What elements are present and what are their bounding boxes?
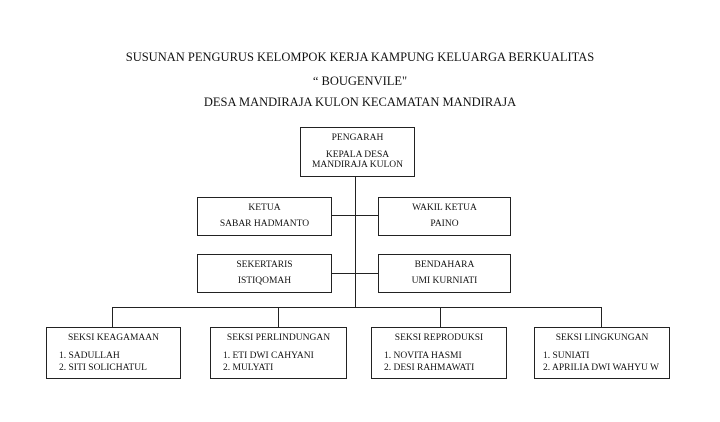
seksi-title: SEKSI PERLINDUNGAN (226, 333, 331, 343)
sekertaris-name: ISTIQOMAH (237, 276, 292, 286)
seksi-member: 2. SITI SOLICHATUL (59, 363, 147, 373)
sekertaris-role: SEKERTARIS (236, 260, 293, 270)
seksi-horizontal-connector (112, 307, 602, 309)
seksi-member: 1. NOVITA HASMI (384, 351, 462, 361)
title-line-1: SUSUNAN PENGURUS KELOMPOK KERJA KAMPUNG … (125, 50, 595, 64)
seksi-drop-line (440, 307, 442, 328)
pengarah-box: PENGARAH KEPALA DESA MANDIRAJA KULON (300, 127, 415, 177)
pengarah-name-line-2: MANDIRAJA KULON (311, 160, 404, 170)
bendahara-role: BENDAHARA (414, 260, 475, 270)
ketua-connector (332, 215, 378, 217)
seksi-member: 1. ETI DWI CAHYANI (223, 351, 314, 361)
wakil-ketua-name: PAINO (430, 219, 459, 229)
seksi-title: SEKSI KEAGAMAAN (67, 333, 160, 343)
seksi-drop-line (278, 307, 280, 328)
seksi-keagamaan-box: SEKSI KEAGAMAAN 1. SADULLAH 2. SITI SOLI… (46, 327, 181, 379)
seksi-drop-line (601, 307, 603, 328)
title-line-3: DESA MANDIRAJA KULON KECAMATAN MANDIRAJA (203, 95, 517, 109)
seksi-reproduksi-box: SEKSI REPRODUKSI 1. NOVITA HASMI 2. DESI… (371, 327, 507, 379)
seksi-title: SEKSI REPRODUKSI (394, 333, 484, 343)
wakil-ketua-box: WAKIL KETUA PAINO (378, 197, 511, 236)
seksi-member: 1. SUNIATI (543, 351, 590, 361)
sekertaris-box: SEKERTARIS ISTIQOMAH (197, 254, 332, 293)
seksi-member: 2. APRILIA DWI WAHYU W (543, 363, 660, 373)
bendahara-box: BENDAHARA UMI KURNIATI (378, 254, 511, 293)
seksi-perlindungan-box: SEKSI PERLINDUNGAN 1. ETI DWI CAHYANI 2.… (210, 327, 347, 379)
title-line-2: “ BOUGENVILE" (312, 74, 408, 88)
seksi-member: 1. SADULLAH (59, 351, 120, 361)
main-vertical-connector (355, 176, 357, 307)
pengarah-name-line-1: KEPALA DESA (325, 150, 390, 160)
seksi-member: 2. DESI RAHMAWATI (384, 363, 475, 373)
seksi-member: 2. MULYATI (223, 363, 274, 373)
wakil-ketua-role: WAKIL KETUA (412, 203, 477, 213)
ketua-role: KETUA (248, 203, 281, 213)
bendahara-name: UMI KURNIATI (411, 276, 478, 286)
sekertaris-connector (332, 273, 378, 275)
ketua-name: SABAR HADMANTO (219, 219, 310, 229)
seksi-lingkungan-box: SEKSI LINGKUNGAN 1. SUNIATI 2. APRILIA D… (534, 327, 670, 379)
pengarah-role: PENGARAH (331, 133, 384, 143)
seksi-title: SEKSI LINGKUNGAN (555, 333, 649, 343)
ketua-box: KETUA SABAR HADMANTO (197, 197, 332, 236)
seksi-drop-line (112, 307, 114, 328)
